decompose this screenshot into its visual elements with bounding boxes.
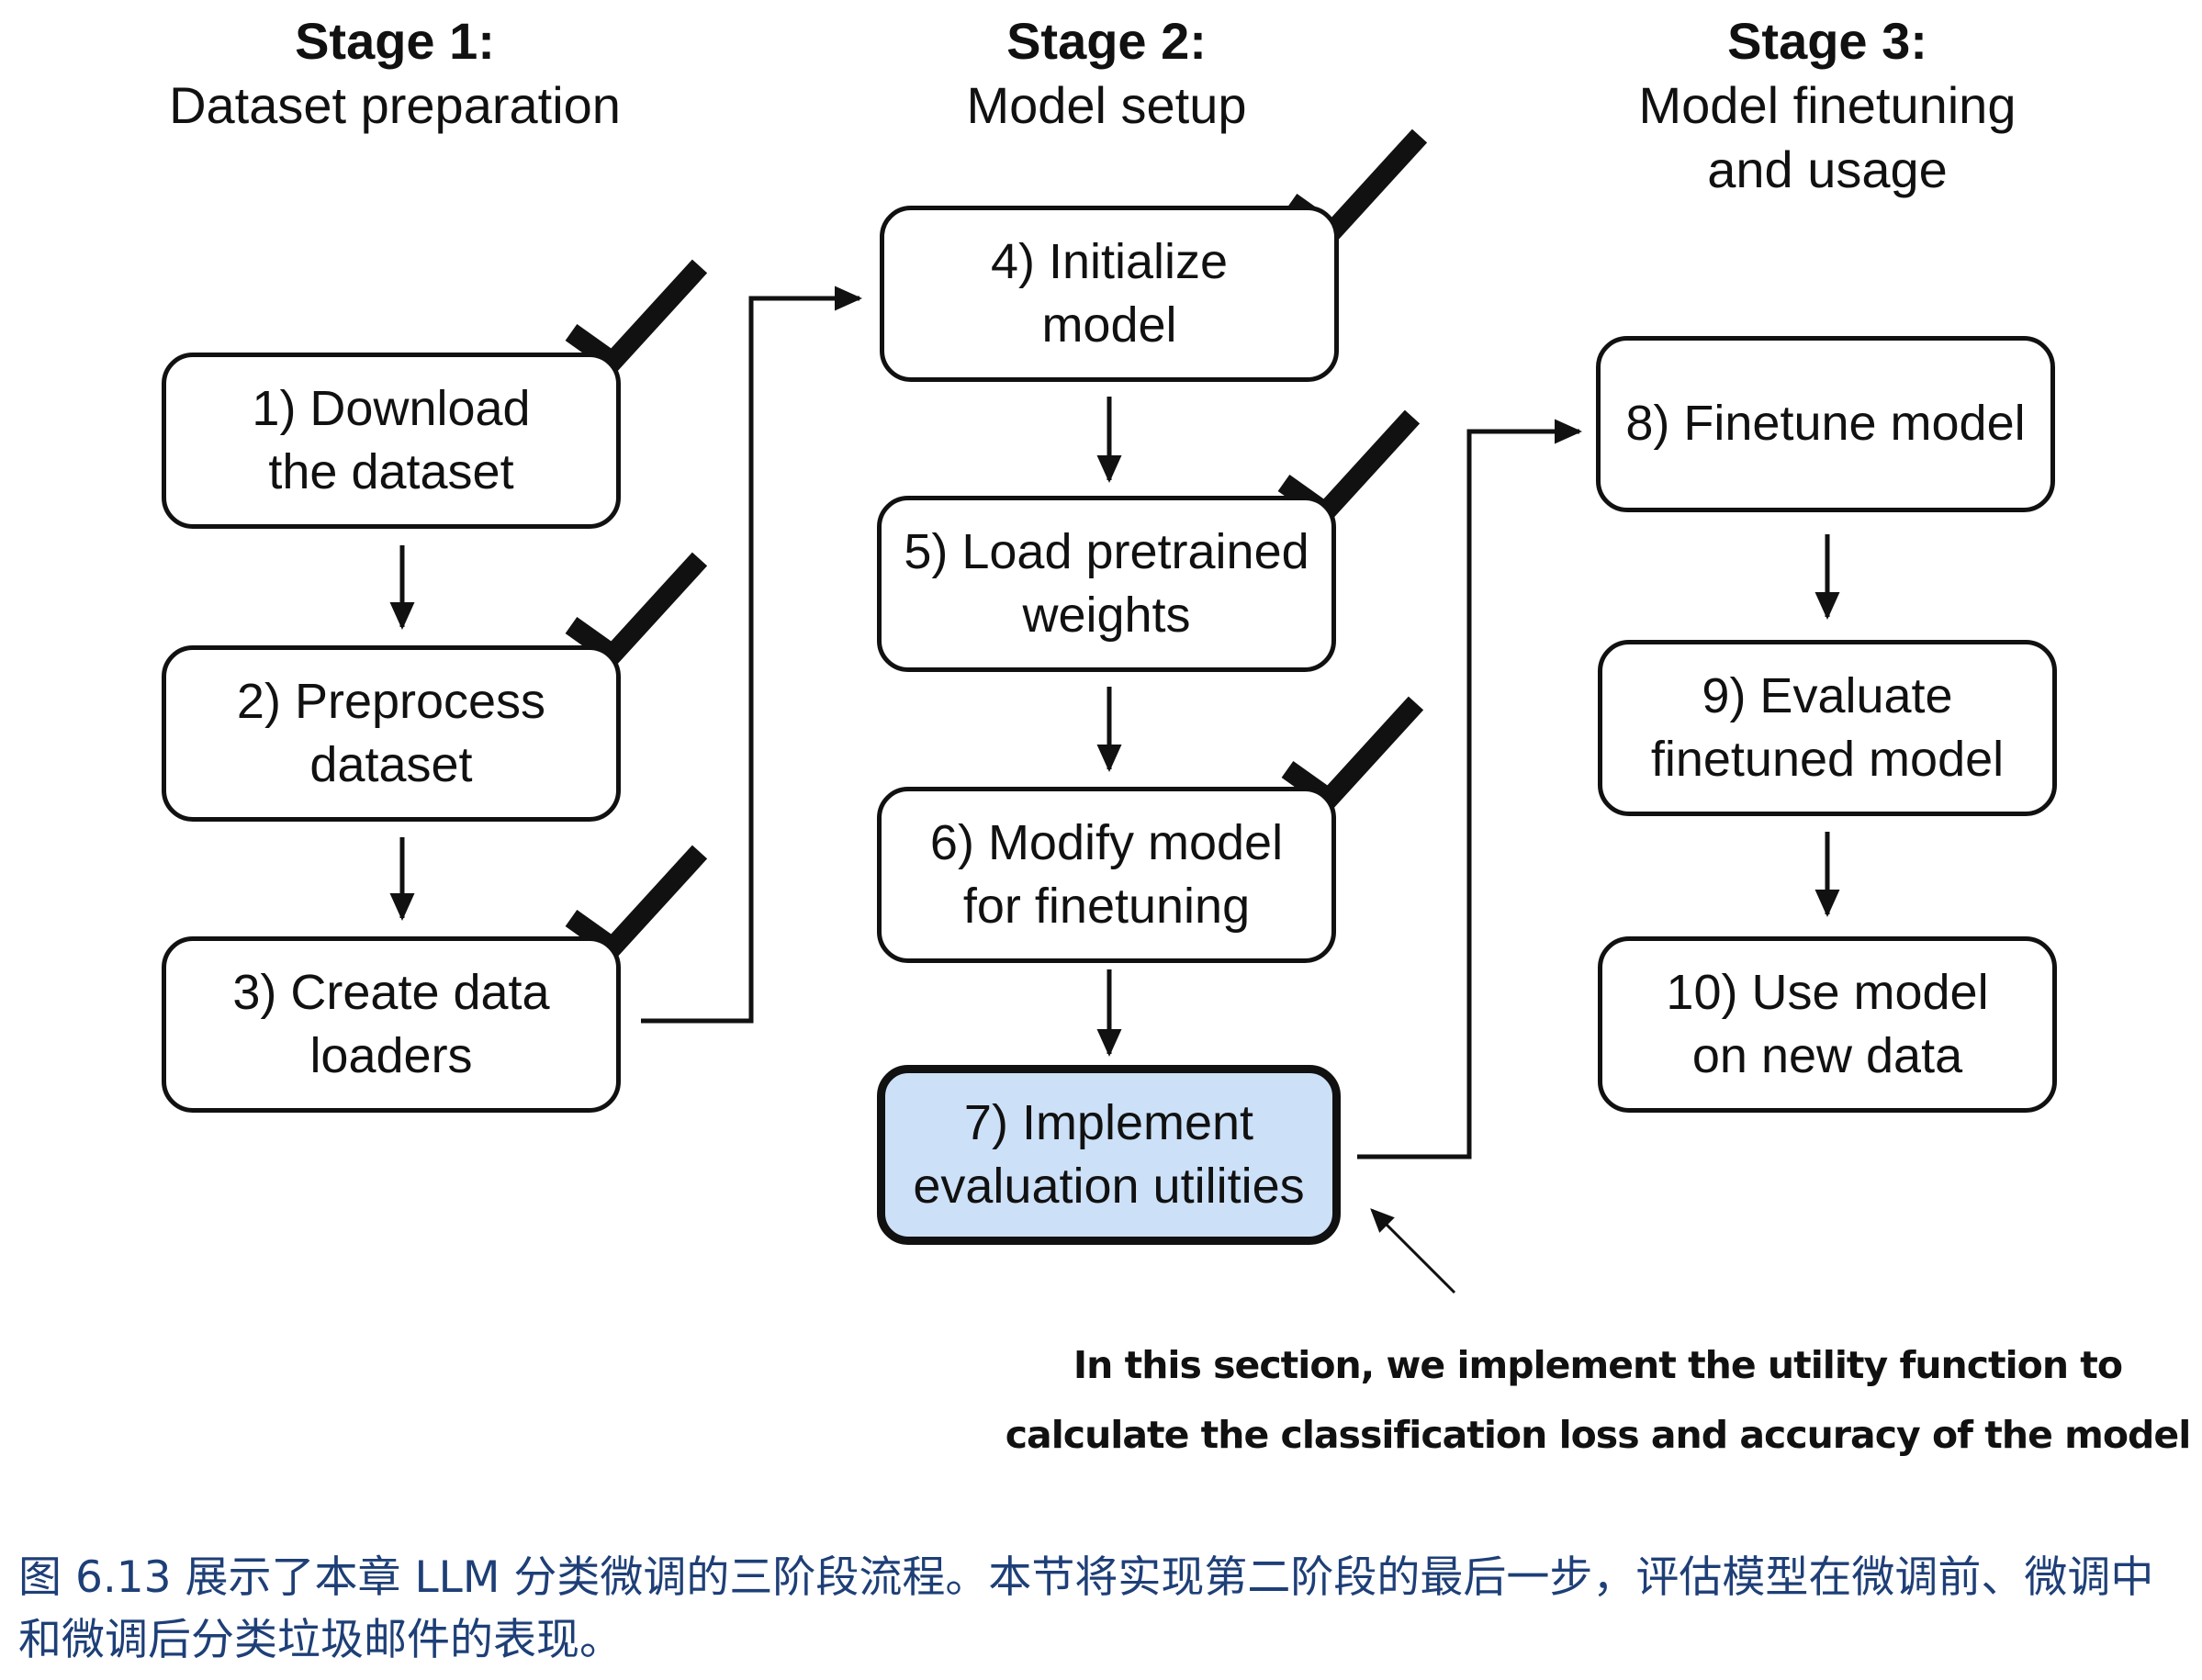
step-box-7: 7) Implement evaluation utilities [877, 1065, 1341, 1245]
stage-title: Stage 3: [1727, 12, 1927, 70]
connector-stage1-to-stage2 [641, 286, 862, 1024]
step-label: 5) Load pretrained weights [904, 523, 1309, 643]
stage-title: Stage 2: [1006, 12, 1207, 70]
step-box-1: 1) Download the dataset [162, 353, 621, 529]
stage-subtitle: Dataset preparation [169, 76, 621, 134]
stage-title: Stage 1: [295, 12, 495, 70]
step-label: 1) Download the dataset [252, 380, 531, 499]
step-label: 9) Evaluate finetuned model [1650, 667, 2005, 787]
step-box-5: 5) Load pretrained weights [877, 496, 1336, 672]
step-label: 7) Implement evaluation utilities [913, 1094, 1305, 1214]
check-icon-step1 [565, 259, 708, 375]
check-icon-step3 [565, 845, 708, 961]
step-box-8: 8) Finetune model [1596, 336, 2055, 512]
annotation-pointer-arrow [1370, 1208, 1456, 1294]
stage-subtitle: Model finetuning and usage [1638, 76, 2017, 198]
step-box-10: 10) Use model on new data [1598, 936, 2057, 1113]
check-icon-step6 [1281, 696, 1424, 812]
step-label: 2) Preprocess dataset [236, 673, 546, 792]
step-box-3: 3) Create data loaders [162, 936, 621, 1113]
step-label: 8) Finetune model [1625, 396, 2026, 452]
step-box-2: 2) Preprocess dataset [162, 645, 621, 822]
stage-heading-3: Stage 3: Model finetuning and usage [1552, 9, 2103, 202]
stage-subtitle: Model setup [966, 76, 1247, 134]
step-box-4: 4) Initialize model [880, 206, 1339, 382]
stage-heading-1: Stage 1: Dataset preparation [129, 9, 661, 138]
step-label: 3) Create data loaders [232, 964, 550, 1083]
stage-heading-2: Stage 2: Model setup [840, 9, 1373, 138]
step-label: 10) Use model on new data [1666, 964, 1989, 1083]
connector-stage2-to-stage3 [1357, 419, 1582, 1159]
check-icon-step2 [565, 552, 708, 668]
step-label: 6) Modify model for finetuning [929, 814, 1284, 934]
annotation-text: In this section, we implement the utilit… [1005, 1343, 2192, 1457]
step-box-9: 9) Evaluate finetuned model [1598, 640, 2057, 816]
step-label: 4) Initialize model [990, 233, 1229, 353]
figure-caption: 图 6.13 展示了本章 LLM 分类微调的三阶段流程。本节将实现第二阶段的最后… [18, 1552, 2154, 1666]
step-box-6: 6) Modify model for finetuning [877, 787, 1336, 963]
